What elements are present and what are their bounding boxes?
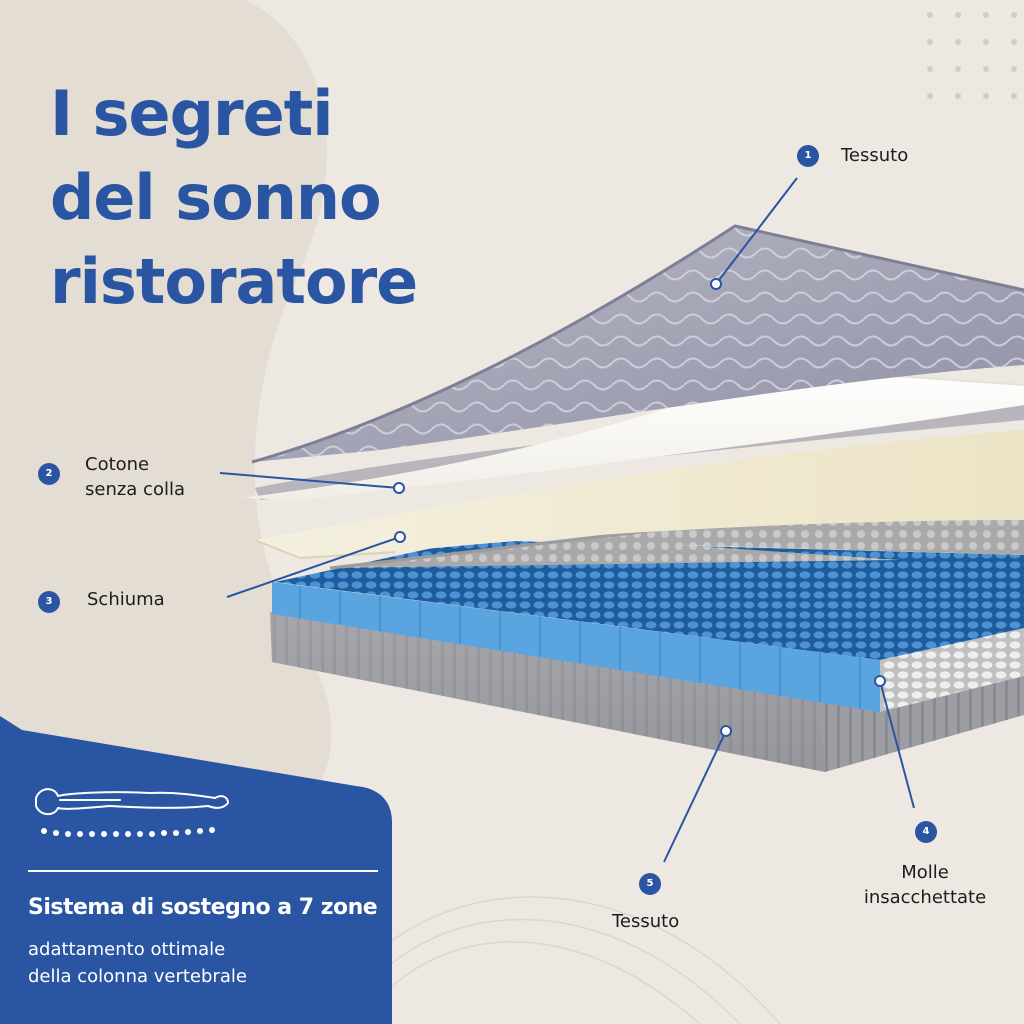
background-shape [0,0,332,800]
headline-line: del sonno [50,161,382,234]
callout-label-line: Cotone [85,454,150,475]
callout-leaders [219,177,915,863]
layer-foam [255,430,1024,558]
callout-label-line: Tessuto [612,911,680,932]
callout-label-line: insacchettate [863,887,987,908]
headline-line: I segreti [50,77,334,150]
layer-springs-front-white [880,628,1024,712]
callout-anchor-dots [393,278,886,737]
callout-badge-1: 1 [797,145,819,167]
support-panel-subtitle-line: della colonna vertebrale [28,966,247,987]
callout-badge-3: 3 [38,591,60,613]
layer-springs-top [275,540,1024,660]
callout-label-line: Schiuma [87,589,165,610]
callout-label-5: Tessuto [612,909,679,934]
callout-label-3: Schiuma [87,587,165,612]
layer-cotton [240,368,1024,500]
callout-label-4: Molle insacchettate [857,860,993,910]
callout-label-line: Molle [901,862,949,883]
headline-line: ristoratore [50,245,418,318]
callout-label-2: Cotone senza colla [85,452,185,502]
callout-label-line: senza colla [85,479,186,500]
support-panel-subtitle-line: adattamento ottimale [28,939,226,960]
headline: I segreti del sonno ristoratore [50,72,418,324]
person-lying-on-support-dots-icon [35,788,229,816]
support-dots [41,827,215,837]
callout-label-line: Tessuto [841,145,909,166]
callout-label-1: Tessuto [841,143,908,168]
support-panel-subtitle: adattamento ottimale della colonna verte… [28,936,247,990]
support-panel-title: Sistema di sostegno a 7 zone [28,895,378,920]
layer-springs-front-blue [272,582,880,712]
callout-badge-4: 4 [915,821,937,843]
callout-badge-2: 2 [38,463,60,485]
callout-badge-5: 5 [639,873,661,895]
decorative-dots [927,12,1017,99]
